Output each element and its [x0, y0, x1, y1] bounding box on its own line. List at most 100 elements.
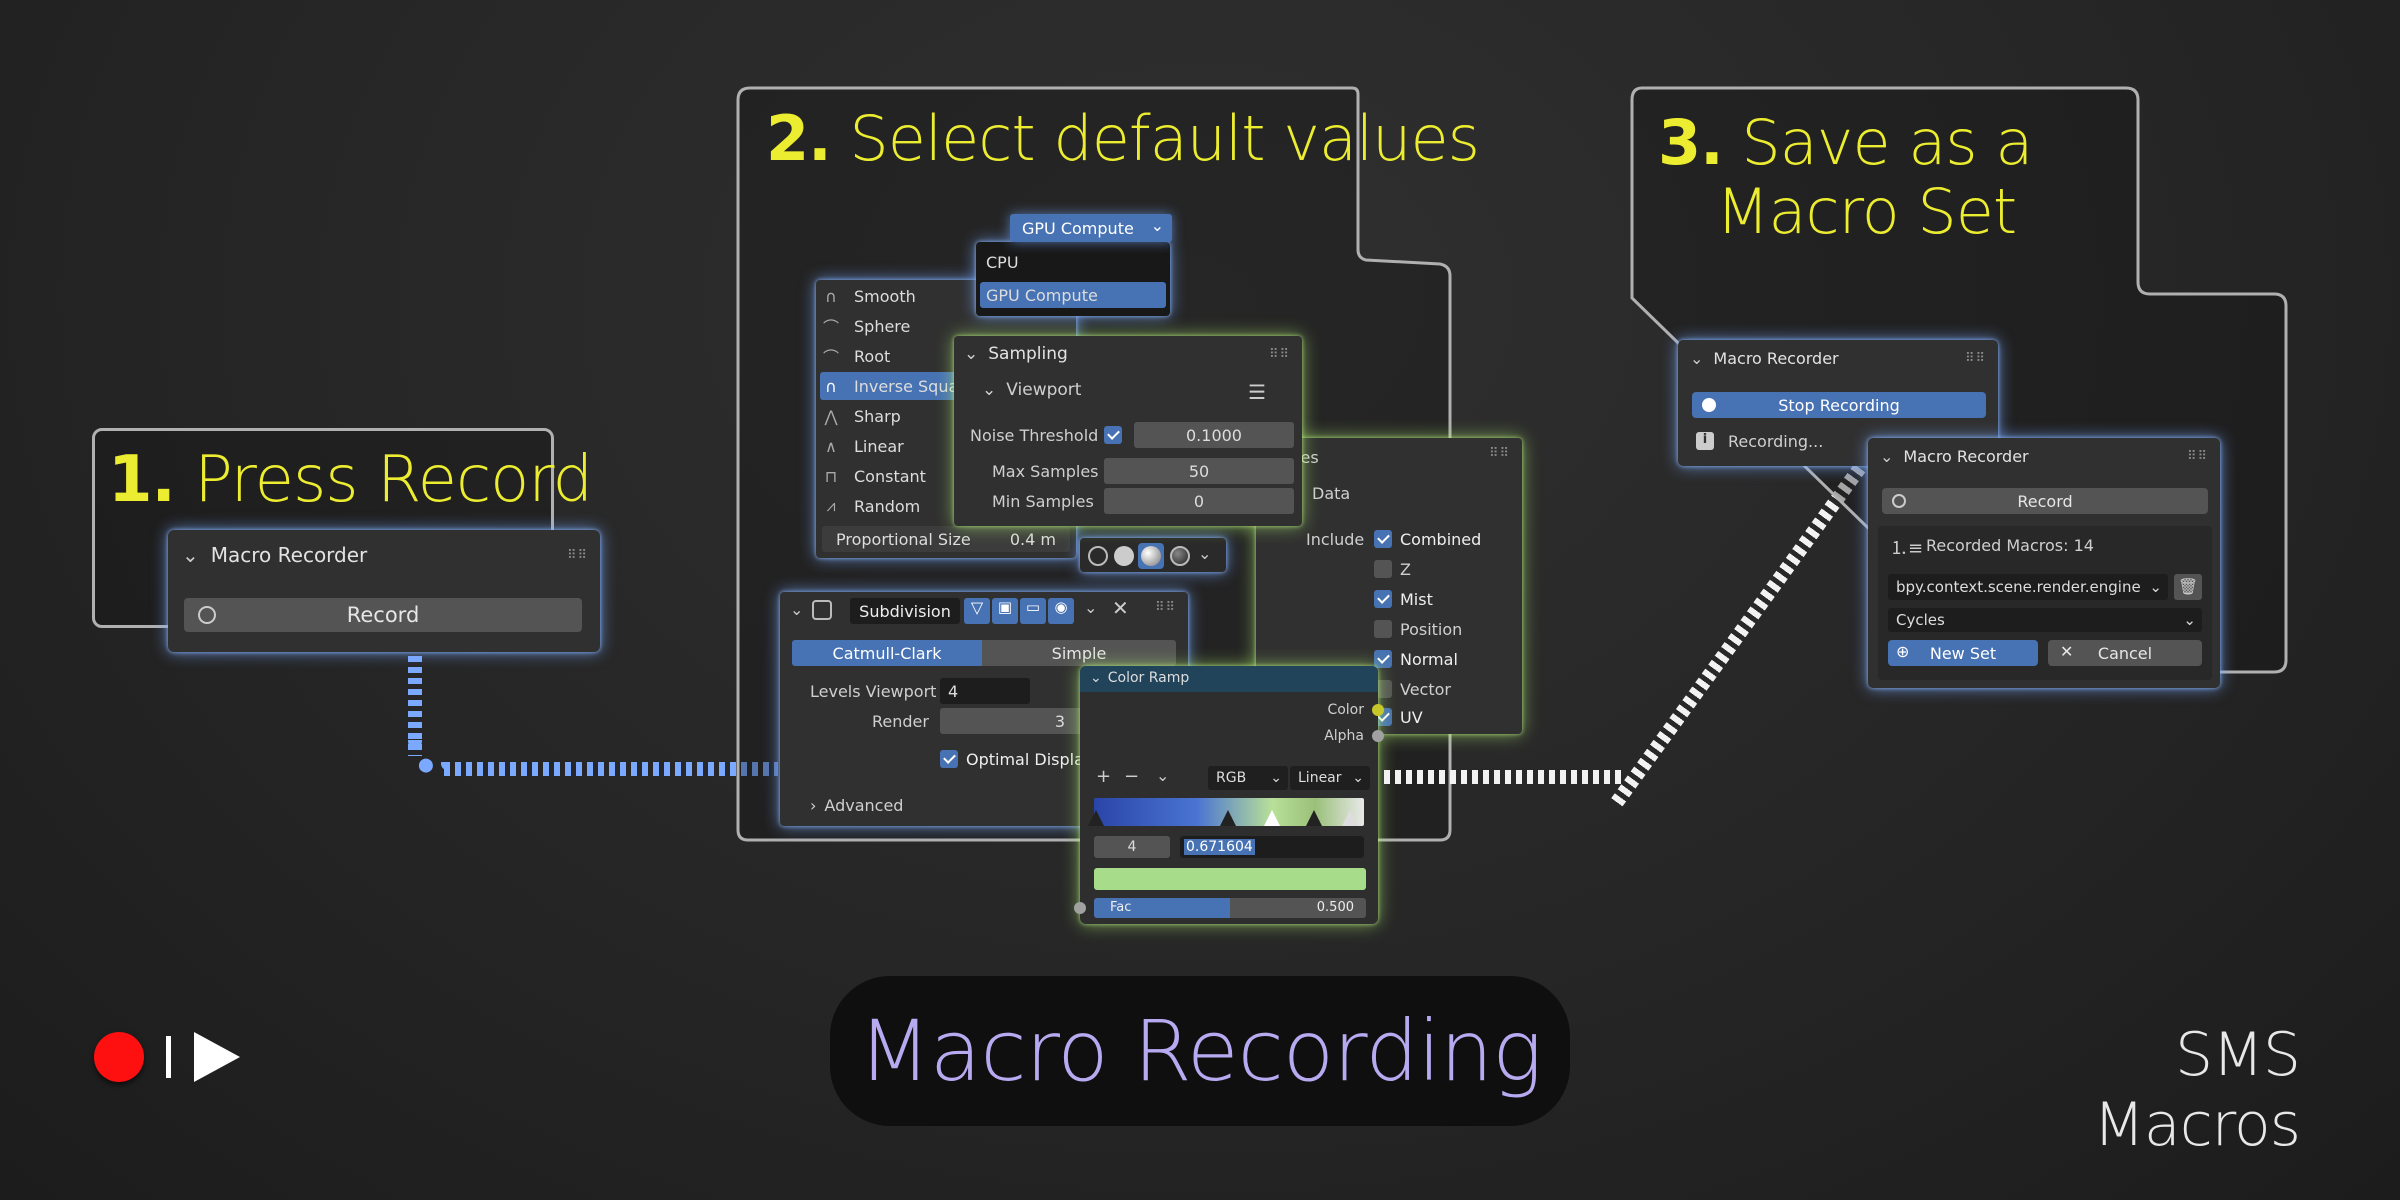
collapse-chevron-icon[interactable]: ⌄: [1880, 446, 1894, 466]
device-option-cpu[interactable]: CPU: [986, 252, 1019, 272]
fac-slider-fill: [1094, 898, 1230, 918]
play-icon: [194, 1032, 240, 1082]
proportional-size-field[interactable]: Proportional Size 0.4 m: [822, 526, 1070, 552]
material-shading-icon[interactable]: [1138, 543, 1164, 569]
min-samples-field[interactable]: 0: [1104, 488, 1294, 514]
viewport-display-icon[interactable]: ▭: [1020, 598, 1046, 624]
color-stop-handle[interactable]: [1306, 810, 1322, 826]
color-mode-select[interactable]: RGB⌄: [1208, 766, 1288, 790]
step2-heading: 2. Select default values: [766, 108, 1480, 170]
record-button[interactable]: Record: [184, 598, 582, 632]
device-option-gpu[interactable]: GPU Compute: [980, 282, 1166, 308]
curve-linear-icon: ∧: [825, 436, 837, 456]
fac-slider[interactable]: Fac 0.500: [1094, 898, 1366, 918]
normal-checkbox[interactable]: [1374, 650, 1392, 668]
curve-root-icon: ⌒: [822, 348, 839, 367]
sampling-panel: ⌄ Sampling ⠿⠿ ⌄Viewport ☰ Noise Threshol…: [954, 336, 1302, 526]
advanced-subpanel[interactable]: ›Advanced: [810, 796, 904, 815]
collapse-chevron-icon[interactable]: ⌄: [182, 543, 199, 567]
fac-socket-icon[interactable]: [1074, 902, 1086, 914]
viewport-subpanel[interactable]: ⌄Viewport: [982, 380, 1082, 400]
falloff-item-random[interactable]: ⩘Random: [820, 492, 1072, 520]
record-button[interactable]: Record: [1882, 488, 2208, 514]
stop-index-field[interactable]: 4: [1094, 836, 1170, 858]
preset-list-icon[interactable]: ☰: [1248, 380, 1266, 404]
modifier-name-field[interactable]: Subdivision: [850, 598, 960, 624]
cancel-button[interactable]: ✕ Cancel: [2048, 640, 2202, 666]
color-stop-handle[interactable]: [1264, 810, 1280, 826]
color-stop-handle[interactable]: [1220, 810, 1236, 826]
drag-grip-icon[interactable]: ⠿⠿: [566, 547, 588, 563]
trash-icon[interactable]: 🗑: [2174, 574, 2202, 600]
step3-line1: Save as a: [1741, 106, 2033, 179]
alpha-socket-icon[interactable]: [1372, 730, 1384, 742]
falloff-item-constant[interactable]: ⊓Constant: [820, 462, 1072, 490]
close-icon: ✕: [2060, 642, 2074, 661]
optimal-display-checkbox[interactable]: [940, 750, 958, 768]
catmull-clark-button[interactable]: Catmull-Clark: [792, 640, 982, 666]
drag-grip-icon[interactable]: ⠿⠿: [1154, 600, 1176, 615]
stop-recording-button[interactable]: Stop Recording: [1692, 392, 1986, 418]
drag-grip-icon[interactable]: ⠿⠿: [1268, 346, 1290, 362]
brand-name: SMS Macros: [2093, 1020, 2301, 1160]
collapse-chevron-icon[interactable]: ⌄: [964, 344, 979, 364]
simple-button[interactable]: Simple: [982, 640, 1176, 666]
numbered-list-icon: ⒈≡: [1890, 538, 1924, 559]
cage-icon[interactable]: ▣: [992, 598, 1018, 624]
step3-heading: 3. Save as a Macro Set: [1658, 106, 2033, 247]
remove-stop-icon[interactable]: −: [1124, 766, 1140, 787]
curve-random-icon: ⩘: [826, 496, 836, 515]
falloff-item-sharp[interactable]: ⋀Sharp: [820, 402, 1072, 430]
falloff-item-sphere[interactable]: ⌒Sphere: [820, 312, 1072, 340]
chevron-down-icon: ⌄: [2183, 611, 2196, 629]
interpolation-select[interactable]: Linear⌄: [1290, 766, 1370, 790]
step2-number: 2.: [766, 102, 832, 175]
falloff-item-linear[interactable]: ∧Linear: [820, 432, 1072, 460]
ramp-menu-icon[interactable]: ⌄: [1156, 766, 1170, 785]
value-select[interactable]: Cycles ⌄: [1888, 608, 2202, 632]
falloff-item-root[interactable]: ⌒Root: [820, 342, 1072, 370]
page-title: Macro Recording: [858, 1002, 1542, 1100]
solid-shading-icon[interactable]: [1114, 546, 1134, 566]
max-samples-field[interactable]: 50: [1104, 458, 1294, 484]
chevron-right-icon: ›: [810, 796, 817, 815]
command-select[interactable]: bpy.context.scene.render.engine ⌄: [1888, 574, 2168, 600]
vector-checkbox[interactable]: [1374, 680, 1392, 698]
noise-threshold-checkbox[interactable]: [1104, 426, 1122, 444]
color-ramp-header[interactable]: ⌄Color Ramp: [1080, 666, 1378, 692]
recording-status: Recording...: [1728, 432, 1824, 451]
falloff-item-smooth[interactable]: ∩Smooth: [820, 282, 1072, 310]
step1-text: Press Record: [194, 443, 593, 517]
render-camera-icon[interactable]: ◉: [1048, 598, 1074, 624]
mist-checkbox[interactable]: [1374, 590, 1392, 608]
noise-threshold-field[interactable]: 0.1000: [1134, 422, 1294, 448]
device-select[interactable]: GPU Compute ⌄: [1010, 214, 1172, 242]
drag-grip-icon[interactable]: ⠿⠿: [2186, 448, 2208, 464]
chevron-down-icon[interactable]: ⌄: [1084, 598, 1098, 617]
macro-recorder-panel-recording: ⌄ Macro Recorder ⠿⠿ Stop Recording i Rec…: [1678, 340, 1998, 466]
drag-grip-icon[interactable]: ⠿⠿: [1964, 350, 1986, 366]
curve-sphere-icon: ⌒: [822, 318, 839, 337]
position-checkbox[interactable]: [1374, 620, 1392, 638]
collapse-chevron-icon[interactable]: ⌄: [790, 600, 804, 619]
add-stop-icon[interactable]: +: [1096, 766, 1112, 787]
collapse-chevron-icon[interactable]: ⌄: [1690, 348, 1704, 368]
rendered-shading-icon[interactable]: [1170, 546, 1190, 566]
edit-mode-icon[interactable]: ▽: [964, 598, 990, 624]
z-checkbox[interactable]: [1374, 560, 1392, 578]
connector-blue-vertical: [408, 656, 422, 756]
separator-bar: [166, 1036, 171, 1078]
stop-color-swatch[interactable]: [1094, 868, 1366, 890]
stop-position-field[interactable]: 0.671604: [1180, 836, 1364, 858]
close-icon[interactable]: ✕: [1112, 596, 1129, 620]
drag-grip-icon[interactable]: ⠿⠿: [1488, 446, 1510, 461]
color-stop-handle[interactable]: [1088, 810, 1104, 826]
wireframe-shading-icon[interactable]: [1088, 546, 1108, 566]
levels-viewport-field[interactable]: 4: [940, 678, 1030, 704]
color-stop-handle[interactable]: [1342, 810, 1358, 826]
color-socket-icon[interactable]: [1372, 704, 1384, 716]
new-folder-icon: ⊕: [1896, 642, 1910, 661]
shading-dropdown-icon[interactable]: ⌄: [1198, 544, 1212, 563]
combined-checkbox[interactable]: [1374, 530, 1392, 548]
new-set-button[interactable]: ⊕ New Set: [1888, 640, 2038, 666]
